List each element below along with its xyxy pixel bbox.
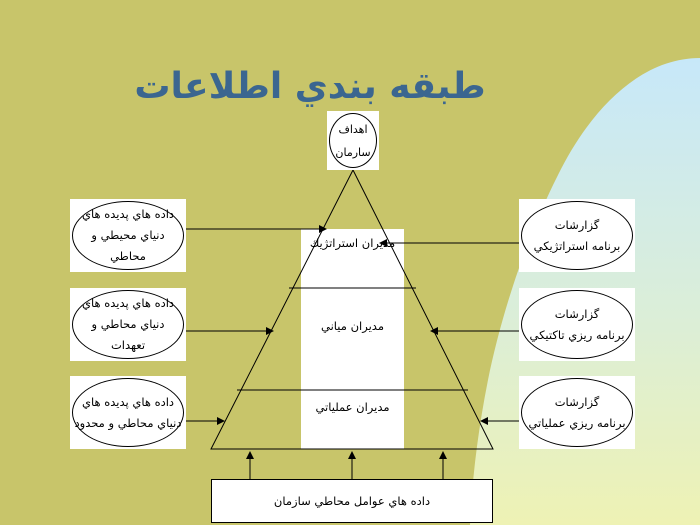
left-input-1-line1: داده هاي پديده هاي bbox=[81, 207, 175, 221]
left-input-oval-1: داده هاي پديده هاي دنياي محيطي و محاطي bbox=[72, 201, 184, 270]
apex-goals-line1: اهداف bbox=[338, 122, 368, 136]
right-output-1-line1: گزارشات bbox=[554, 217, 600, 232]
left-input-1-line2: دنياي محيطي و محاطي bbox=[91, 228, 165, 263]
environment-data-label: داده هاي عوامل محاطي سازمان bbox=[273, 494, 431, 508]
right-output-1-line2: برنامه استراتژيكي bbox=[533, 238, 621, 253]
right-output-box-2: گزارشات برنامه ريزي تاكتيكي bbox=[519, 288, 635, 361]
left-input-box-3: داده هاي پديده هاي دنياي محاطي و محدود bbox=[70, 376, 186, 449]
right-output-oval-2: گزارشات برنامه ريزي تاكتيكي bbox=[521, 290, 633, 359]
environment-data-box: داده هاي عوامل محاطي سازمان bbox=[211, 479, 493, 523]
left-input-oval-2: داده هاي پديده هاي دنياي محاطي و تعهدات bbox=[72, 290, 184, 359]
level-label-operational: مديران عملياتي bbox=[315, 400, 390, 414]
level-label-strategic: مديران استراتژيك bbox=[309, 236, 396, 250]
right-output-box-1: گزارشات برنامه استراتژيكي bbox=[519, 199, 635, 272]
left-input-box-1: داده هاي پديده هاي دنياي محيطي و محاطي bbox=[70, 199, 186, 272]
right-output-box-3: گزارشات برنامه ريزي عملياتي bbox=[519, 376, 635, 449]
apex-goals-line2: سارمان bbox=[335, 145, 371, 159]
apex-goals: اهداف سارمان bbox=[327, 111, 379, 170]
right-output-3-line2: برنامه ريزي عملياتي bbox=[528, 415, 626, 430]
left-input-oval-3: داده هاي پديده هاي دنياي محاطي و محدود bbox=[72, 378, 184, 447]
page-title: طبقه بندي اطلاعات bbox=[134, 66, 486, 107]
right-output-2-line1: گزارشات bbox=[554, 306, 600, 321]
right-output-oval-1: گزارشات برنامه استراتژيكي bbox=[521, 201, 633, 270]
right-output-oval-3: گزارشات برنامه ريزي عملياتي bbox=[521, 378, 633, 447]
level-label-middle: مديران مياني bbox=[321, 319, 384, 333]
right-output-2-line2: برنامه ريزي تاكتيكي bbox=[529, 327, 625, 342]
left-input-3-line1: داده هاي پديده هاي bbox=[81, 394, 175, 409]
pyramid-outline bbox=[210, 168, 494, 450]
left-input-3-line2: دنياي محاطي و محدود bbox=[74, 415, 182, 430]
right-output-3-line1: گزارشات bbox=[554, 394, 600, 409]
left-input-2-line2: دنياي محاطي و تعهدات bbox=[91, 317, 165, 352]
apex-goals-oval: اهداف سارمان bbox=[329, 113, 377, 168]
left-input-box-2: داده هاي پديده هاي دنياي محاطي و تعهدات bbox=[70, 288, 186, 361]
left-input-2-line1: داده هاي پديده هاي bbox=[81, 296, 175, 310]
management-band bbox=[301, 229, 404, 449]
